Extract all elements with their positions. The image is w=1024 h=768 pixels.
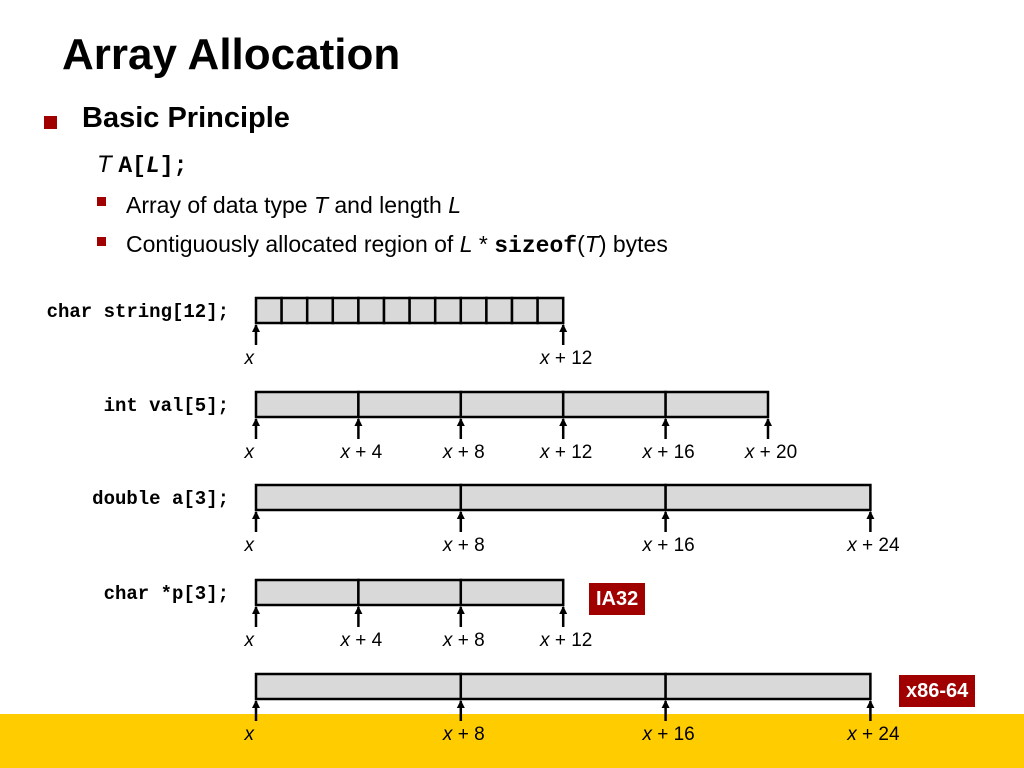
text: Contiguously allocated region of xyxy=(126,231,460,257)
badge-x86-64: x86-64 xyxy=(899,675,976,707)
text: bytes xyxy=(606,231,668,257)
address-arrowhead xyxy=(559,418,568,426)
array-cell xyxy=(664,390,770,419)
address-arrowhead xyxy=(456,418,465,426)
address-label: x + 8 xyxy=(442,724,485,745)
text: ) xyxy=(598,231,607,257)
array-declaration: double a[3]; xyxy=(92,488,229,510)
text: * xyxy=(472,231,495,257)
array-cell xyxy=(254,483,463,512)
array-cell xyxy=(664,672,872,701)
address-label: x xyxy=(244,442,256,463)
address-arrowhead xyxy=(661,511,670,519)
address-label: x + 16 xyxy=(641,442,694,463)
array-cell xyxy=(561,390,667,419)
array-cell xyxy=(459,672,667,701)
address-label: x + 16 xyxy=(641,724,694,745)
array-cell xyxy=(357,578,463,607)
bullet-marker xyxy=(44,116,57,129)
sub-bullet-marker xyxy=(97,197,106,206)
array-cell xyxy=(331,296,360,325)
address-arrowhead xyxy=(661,418,670,426)
text-italic: T xyxy=(584,231,599,257)
text-italic: L xyxy=(459,231,473,257)
array-cell xyxy=(382,296,411,325)
array-declaration: char *p[3]; xyxy=(104,583,229,605)
sub-bullet-array-type: Array of data type T and length L xyxy=(126,192,461,219)
address-label: x + 24 xyxy=(846,724,900,745)
address-label: x + 8 xyxy=(442,535,485,556)
bullet-basic-principle: Basic Principle xyxy=(82,102,290,134)
array-cell xyxy=(280,296,309,325)
array-cell xyxy=(357,390,463,419)
decl-type: T xyxy=(97,151,112,178)
footer-band xyxy=(0,714,1024,768)
sub-bullet-region: Contiguously allocated region of L * siz… xyxy=(126,231,668,259)
decl-length: L xyxy=(145,153,160,179)
slide-title: Array Allocation xyxy=(62,30,401,79)
text-italic: L xyxy=(448,192,462,218)
address-arrowhead xyxy=(866,700,875,708)
code-sizeof: sizeof xyxy=(494,233,578,259)
address-arrowhead xyxy=(456,606,465,614)
decl-end: ]; xyxy=(159,153,188,179)
array-cell xyxy=(510,296,539,325)
text: ( xyxy=(577,231,585,257)
address-arrowhead xyxy=(456,511,465,519)
address-arrowhead xyxy=(252,700,260,708)
address-arrowhead xyxy=(252,418,260,426)
array-declaration: int val[5]; xyxy=(104,395,229,417)
array-cell xyxy=(254,390,360,419)
sub-bullet-marker xyxy=(97,237,106,246)
address-label: x + 12 xyxy=(539,348,592,369)
text: and length xyxy=(328,192,449,218)
address-label: x + 8 xyxy=(442,442,485,463)
address-label: x + 8 xyxy=(442,630,485,651)
array-cell xyxy=(459,390,565,419)
address-label: x + 12 xyxy=(539,630,592,651)
array-cell xyxy=(664,483,872,512)
array-cell xyxy=(433,296,463,325)
address-arrowhead xyxy=(661,700,670,708)
address-arrowhead xyxy=(456,700,465,708)
address-label: x + 20 xyxy=(744,442,797,463)
array-cell xyxy=(536,296,565,325)
text: Array of data type xyxy=(126,192,314,218)
address-arrowhead xyxy=(252,324,260,332)
array-cell xyxy=(459,578,565,607)
address-label: x + 16 xyxy=(641,535,694,556)
address-arrowhead xyxy=(252,606,260,614)
address-arrowhead xyxy=(559,606,568,614)
address-arrowhead xyxy=(354,418,363,426)
address-label: x + 4 xyxy=(340,630,383,651)
declaration: T A[L]; xyxy=(97,151,187,179)
array-declaration: char string[12]; xyxy=(47,301,229,323)
array-cell xyxy=(254,296,283,325)
decl-name: A[ xyxy=(118,153,146,179)
array-cell xyxy=(305,296,335,325)
address-label: x xyxy=(244,348,256,369)
address-arrowhead xyxy=(252,511,260,519)
address-label: x + 12 xyxy=(539,442,592,463)
badge-ia32: IA32 xyxy=(589,583,646,615)
array-cell xyxy=(254,672,463,701)
address-label: x xyxy=(244,630,256,651)
array-cell xyxy=(459,296,488,325)
address-label: x xyxy=(244,724,256,745)
array-cell xyxy=(459,483,667,512)
address-arrowhead xyxy=(764,418,772,426)
array-cell xyxy=(357,296,386,325)
array-cell xyxy=(485,296,514,325)
address-arrowhead xyxy=(866,511,875,519)
text-italic: T xyxy=(313,192,328,218)
address-label: x + 4 xyxy=(340,442,383,463)
array-cell xyxy=(408,296,437,325)
address-arrowhead xyxy=(354,606,363,614)
address-label: x xyxy=(244,535,256,556)
address-arrowhead xyxy=(559,324,568,332)
array-cell xyxy=(254,578,360,607)
address-label: x + 24 xyxy=(846,535,900,556)
